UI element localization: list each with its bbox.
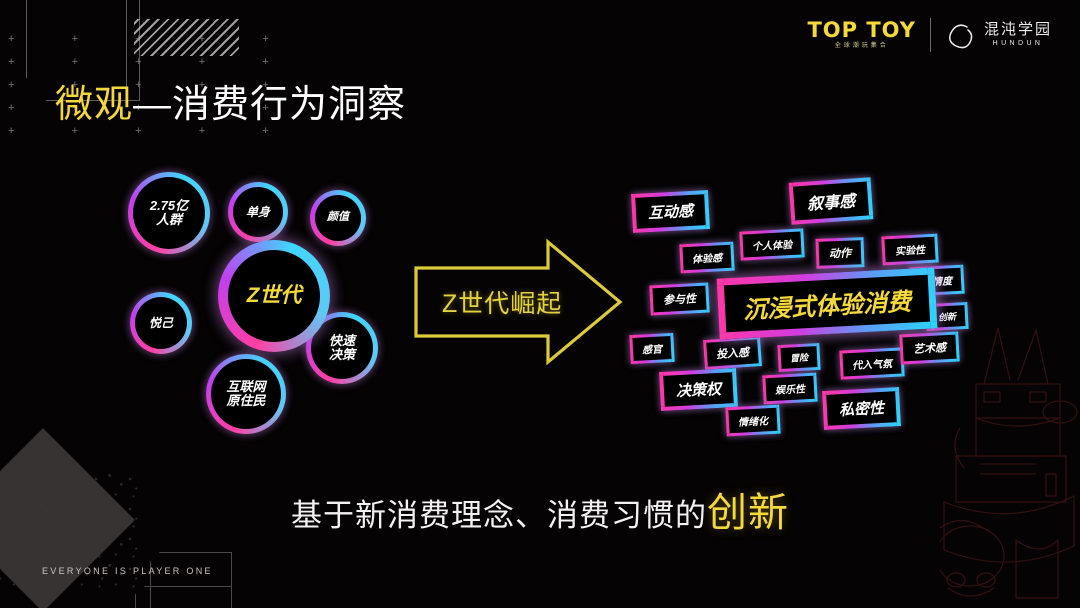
experience-tag-label: 叙事感 — [806, 193, 856, 214]
decor-hatch-rect — [134, 19, 239, 56]
experience-tag: 体验感 — [679, 241, 735, 274]
hundun-circle-mark-icon — [948, 24, 973, 49]
gen-z-trait-circle: 2.75亿 人群 — [128, 172, 210, 254]
experience-tag-label: 私密性 — [838, 399, 885, 420]
gen-z-trait-label: 颜值 — [327, 211, 349, 224]
experience-tag: 决策权 — [659, 368, 738, 411]
experience-tag: 冒险 — [777, 342, 821, 373]
logo-divider — [929, 18, 931, 52]
caption-main: 基于新消费理念、消费习惯的 — [291, 498, 707, 533]
page-title-rest: —消费行为洞察 — [133, 84, 407, 126]
gen-z-trait-circle: 互联网 原住民 — [206, 354, 286, 434]
experience-tag-label: 参与性 — [662, 293, 697, 307]
experience-tag: 叙事感 — [788, 177, 874, 225]
experience-tag: 个人体验 — [739, 228, 805, 261]
experience-tag: 投入感 — [703, 336, 762, 370]
right-arrow-icon — [414, 238, 623, 366]
page-title: 微观—消费行为洞察 — [55, 73, 406, 128]
experience-tag-label: 体验感 — [691, 253, 723, 266]
gen-z-trait-label: 互联网 原住民 — [226, 379, 266, 408]
experience-tag-label: 艺术感 — [912, 342, 947, 356]
experience-tag-label: 感官 — [641, 344, 663, 357]
hundun-logo-name-cn: 混沌学园 — [983, 21, 1052, 38]
experience-tag: 私密性 — [822, 387, 901, 430]
toptoy-logo-subtitle: 全球潮玩集合 — [834, 43, 889, 49]
experience-tag-label: 娱乐性 — [774, 384, 806, 397]
gen-z-center-label: Z世代 — [246, 283, 302, 307]
hundun-logo: 混沌学园 HUNDUN — [945, 20, 1052, 50]
experience-tag-label: 互动感 — [647, 202, 694, 223]
footer-tagline: EVERYONE IS PLAYER ONE — [42, 566, 213, 576]
experience-tag: 娱乐性 — [762, 372, 818, 405]
experience-tag: 感官 — [629, 332, 675, 365]
experience-tag-label: 冒险 — [789, 352, 809, 364]
gen-z-center-circle: Z世代 — [218, 240, 330, 352]
experience-tag: 实验性 — [881, 233, 939, 266]
bottom-caption: 基于新消费理念、消费习惯的创新 — [0, 480, 1080, 538]
decor-polygon-bottom-left — [150, 552, 232, 608]
experience-tag: 情绪化 — [725, 404, 781, 437]
experience-tag-label: 投入感 — [715, 346, 750, 362]
gen-z-trait-label: 快速 决策 — [328, 333, 355, 362]
gen-z-trait-circle: 悦己 — [130, 292, 192, 354]
caption-accent: 创新 — [707, 491, 789, 535]
experience-tag: 代入气氛 — [839, 347, 905, 380]
hero-tag-label: 沉浸式体验消费 — [742, 288, 912, 325]
gen-z-trait-label: 单身 — [245, 204, 270, 219]
hero-tag-immersive-experience: 沉浸式体验消费 — [716, 267, 938, 340]
experience-tag: 艺术感 — [899, 331, 960, 365]
decor-polygon-bottom-left-2 — [135, 586, 232, 608]
gen-z-trait-label: 2.75亿 人群 — [149, 198, 189, 227]
experience-tag-label: 决策权 — [675, 380, 722, 401]
experience-tag-label: 代入气氛 — [851, 358, 893, 373]
experience-tag-label: 动作 — [828, 247, 852, 261]
experience-tag-label: 创新 — [937, 311, 957, 323]
gen-z-trait-circle: 颜值 — [310, 190, 366, 246]
transition-arrow: Z世代崛起 — [412, 232, 627, 372]
hundun-logo-name-en: HUNDUN — [992, 40, 1044, 47]
experience-tag-cluster: 互动感叙事感个人体验动作实验性体验感共情度参与性创新感官投入感冒险代入气氛艺术感… — [618, 177, 1008, 448]
experience-tag-label: 个人体验 — [751, 239, 793, 254]
toptoy-logo-name: TOP TOY — [807, 18, 916, 42]
logo-bar: TOP TOY 全球潮玩集合 混沌学园 HUNDUN — [807, 18, 1052, 52]
arrow-label: Z世代崛起 — [442, 290, 563, 318]
page-title-accent: 微观 — [55, 84, 134, 126]
experience-tag-label: 实验性 — [894, 245, 926, 258]
hundun-logo-text: 混沌学园 HUNDUN — [984, 21, 1052, 49]
experience-tag: 互动感 — [631, 190, 710, 233]
gen-z-circle-cluster: 2.75亿 人群 单身 颜值悦己互联网 原住民 快速 决策 Z世代 — [110, 168, 400, 433]
gen-z-trait-circle: 单身 — [228, 182, 288, 242]
experience-tag: 动作 — [815, 237, 865, 269]
gen-z-trait-circle: 快速 决策 — [306, 312, 378, 384]
toptoy-logo: TOP TOY 全球潮玩集合 — [807, 19, 916, 51]
experience-tag-label: 情绪化 — [737, 416, 769, 429]
gen-z-trait-label: 悦己 — [148, 315, 173, 330]
experience-tag: 参与性 — [649, 282, 710, 316]
